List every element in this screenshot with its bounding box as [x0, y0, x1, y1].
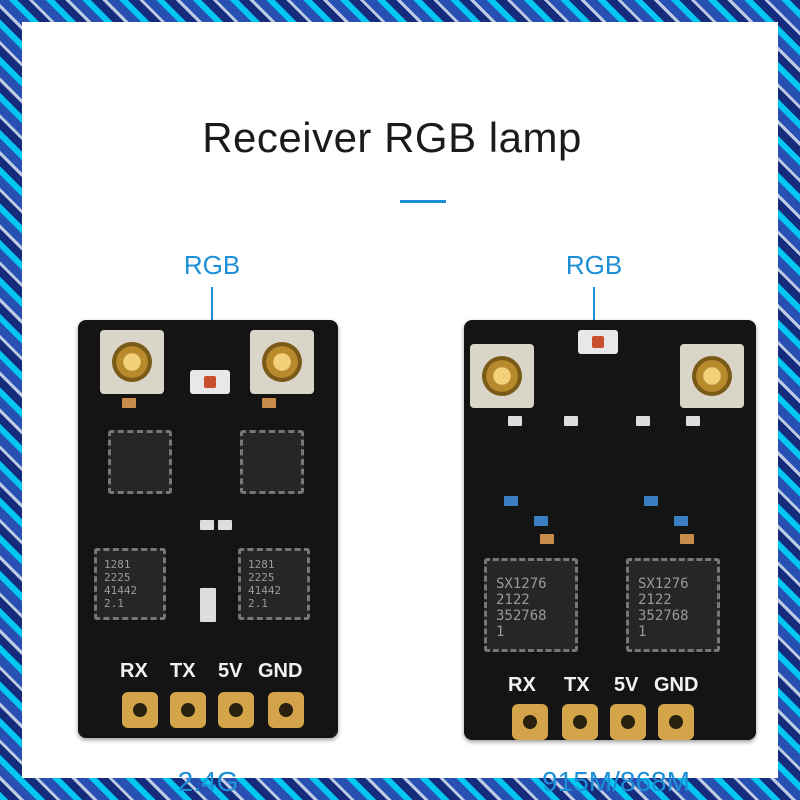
right-smd-component [674, 516, 688, 526]
right-smd-component [540, 534, 554, 544]
left-solder-pad-rx [122, 692, 158, 728]
left-pin-label-5v: 5V [218, 660, 243, 682]
left-rgb-led [190, 370, 230, 394]
right-receiver-board: SX1276 2122 352768 1 SX1276 2122 352768 … [464, 320, 756, 740]
right-smd-component [680, 534, 694, 544]
product-card: Receiver RGB lamp RGB 1281 2225 41442 2.… [22, 22, 778, 797]
left-board-caption: 2.4G [177, 766, 239, 797]
left-solder-pad-gnd [268, 692, 304, 728]
left-solder-pad-tx [170, 692, 206, 728]
left-solder-pad-5v [218, 692, 254, 728]
left-main-chip [94, 548, 166, 620]
left-pin-label-gnd: GND [258, 660, 303, 682]
right-main-chip-marking: SX1276 2122 352768 1 [638, 576, 689, 640]
left-pin-label-rx: RX [120, 660, 148, 682]
left-smd-component [200, 588, 216, 622]
right-pin-label-gnd: GND [654, 674, 699, 696]
right-smd-component [636, 416, 650, 426]
left-smd-component [262, 398, 276, 408]
right-board-caption: 915M/868M [542, 766, 690, 797]
right-antenna-connector-1 [470, 344, 534, 408]
right-smd-component [644, 496, 658, 506]
right-solder-pad-rx [512, 704, 548, 740]
right-rgb-label: RGB [565, 250, 623, 280]
right-main-chip [626, 558, 720, 652]
left-antenna-connector-2 [250, 330, 314, 394]
right-smd-component [534, 516, 548, 526]
right-smd-component [564, 416, 578, 426]
title-underline [400, 200, 446, 203]
right-pin-label-rx: RX [508, 674, 536, 696]
left-smd-component [200, 520, 214, 530]
right-solder-pad-5v [610, 704, 646, 740]
left-rf-chip [240, 430, 304, 494]
left-smd-component [122, 398, 136, 408]
left-antenna-connector-1 [100, 330, 164, 394]
left-main-chip-marking: 1281 2225 41442 2.1 [104, 558, 138, 610]
left-rf-chip [108, 430, 172, 494]
right-solder-pad-gnd [658, 704, 694, 740]
right-solder-pad-tx [562, 704, 598, 740]
right-main-chip [484, 558, 578, 652]
right-smd-component [686, 416, 700, 426]
right-rgb-led [578, 330, 618, 354]
left-smd-component [218, 520, 232, 530]
right-pin-label-5v: 5V [614, 674, 639, 696]
left-rgb-label: RGB [183, 250, 241, 280]
right-antenna-connector-2 [680, 344, 744, 408]
right-pin-label-tx: TX [564, 674, 590, 696]
page-title: Receiver RGB lamp [202, 114, 582, 161]
left-pin-label-tx: TX [170, 660, 196, 682]
right-main-chip-marking: SX1276 2122 352768 1 [496, 576, 547, 640]
right-smd-component [504, 496, 518, 506]
left-receiver-board: 1281 2225 41442 2.1 1281 2225 41442 2.1 … [78, 320, 338, 738]
left-main-chip [238, 548, 310, 620]
right-smd-component [508, 416, 522, 426]
left-main-chip-marking: 1281 2225 41442 2.1 [248, 558, 282, 610]
